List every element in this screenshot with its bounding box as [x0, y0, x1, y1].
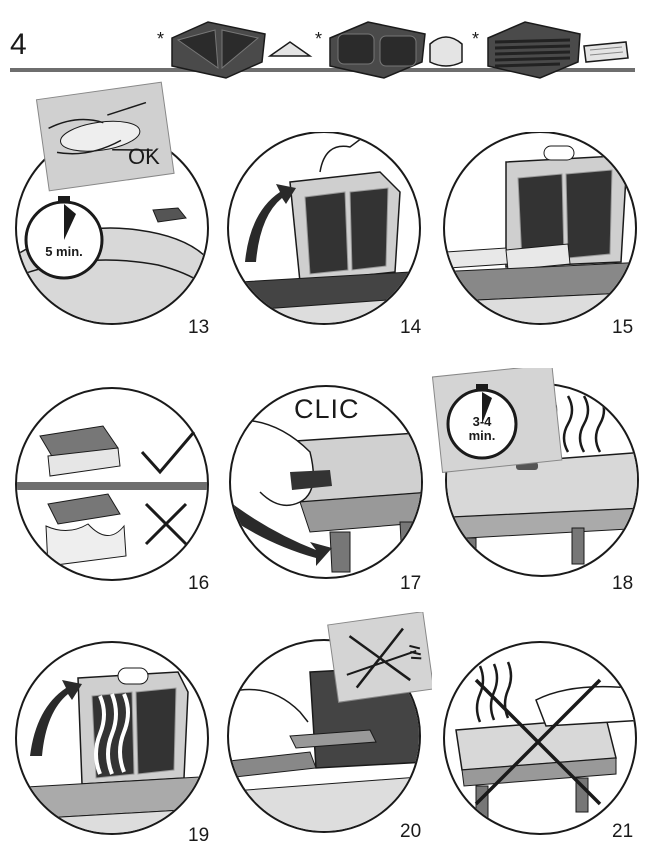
cross-icon-20	[348, 627, 411, 689]
asterisk-2: *	[315, 29, 323, 49]
timer-label: 5 min.	[45, 244, 83, 259]
step-18-number: 18	[612, 573, 634, 594]
timer-label-line1: 3-4	[473, 414, 493, 429]
step-19-panel	[8, 638, 218, 838]
timer-label-line2: min.	[469, 428, 496, 443]
step-15-number: 15	[612, 317, 634, 338]
step-18-panel: 3-4 min.	[432, 368, 646, 586]
step-20-number: 20	[400, 821, 422, 842]
no-fork-badge	[327, 612, 432, 703]
step-20-panel	[220, 612, 432, 838]
stopwatch-icon	[446, 384, 518, 460]
shell-plate-icon	[329, 21, 426, 79]
header-rule	[10, 68, 635, 72]
step-14-number: 14	[400, 317, 422, 338]
step-13-panel: OK 5 min.	[8, 80, 216, 330]
step-15-panel	[436, 132, 646, 332]
header-plate-illustrations	[171, 21, 629, 79]
step-17-panel	[220, 382, 432, 586]
step-19-number: 19	[188, 825, 210, 846]
cross-icon	[144, 502, 188, 546]
ok-badge	[35, 81, 175, 192]
triangle-plate-icon	[171, 21, 266, 79]
timer-icon	[24, 196, 104, 280]
cross-icon-21	[474, 678, 602, 806]
step-17-number: 17	[400, 573, 422, 594]
step-16-number: 16	[188, 573, 210, 594]
step-21-number: 21	[612, 821, 634, 842]
step-14-panel	[220, 132, 430, 332]
clic-caption: CLIC	[294, 394, 360, 424]
triangle-sandwich-icon	[267, 41, 313, 57]
grill-plate-icon	[487, 21, 581, 79]
ok-text: OK	[128, 144, 160, 169]
asterisk-3: *	[472, 29, 480, 49]
section-number: 4	[10, 28, 27, 61]
step-21-panel	[436, 640, 646, 836]
shell-sandwich-icon	[429, 36, 463, 67]
asterisk-1: *	[157, 29, 165, 49]
step-13-number: 13	[188, 317, 210, 338]
step-16-panel	[8, 386, 218, 586]
check-icon	[140, 431, 196, 475]
